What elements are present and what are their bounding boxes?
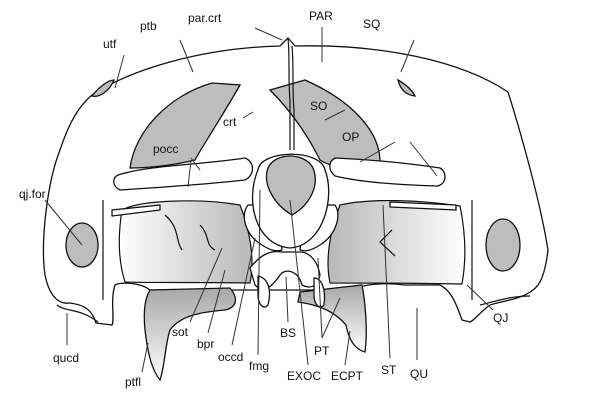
label-ptb: ptb xyxy=(140,19,157,33)
label-sq: SQ xyxy=(363,17,380,31)
leader-lines xyxy=(44,27,494,373)
label-bs: BS xyxy=(280,326,296,340)
label-qucd: qucd xyxy=(53,351,79,365)
pterygoid-right-region xyxy=(297,284,367,353)
label-st: ST xyxy=(381,363,397,377)
left-upper-temporal-foramen xyxy=(90,79,115,97)
label-qj-for: qj.for xyxy=(19,187,46,201)
right-upper-temporal-foramen xyxy=(396,78,417,97)
left-stapes xyxy=(111,204,161,217)
label-exoc: EXOC xyxy=(287,369,321,383)
label-qu: QU xyxy=(410,367,428,381)
right-stapes xyxy=(389,201,457,211)
label-pocc: pocc xyxy=(153,142,178,156)
label-par: PAR xyxy=(309,9,333,23)
label-occd: occd xyxy=(218,350,243,364)
right-paroccipital-process xyxy=(329,157,446,187)
pterygoid-left-region xyxy=(143,287,237,382)
label-utf: utf xyxy=(103,37,117,51)
label-pt: PT xyxy=(314,344,330,358)
left-paroccipital-process xyxy=(113,157,254,191)
label-sot: sot xyxy=(172,325,189,339)
label-qj: QJ xyxy=(493,311,508,325)
label-crt: crt xyxy=(223,115,237,129)
label-ecpt: ECPT xyxy=(331,369,364,383)
left-lateral-panel xyxy=(118,200,253,284)
label-par-crt: par.crt xyxy=(188,11,222,25)
foramen-magnum xyxy=(265,155,316,216)
left-temporal-opening xyxy=(129,82,242,169)
label-bpr: bpr xyxy=(197,337,214,351)
label-ptfl: ptfl xyxy=(125,375,141,389)
right-lateral-panel xyxy=(327,199,466,285)
label-fmg: fmg xyxy=(249,359,269,373)
label-op: OP xyxy=(342,130,359,144)
right-quadratojugal-foramen xyxy=(485,218,521,272)
label-so: SO xyxy=(310,99,327,113)
